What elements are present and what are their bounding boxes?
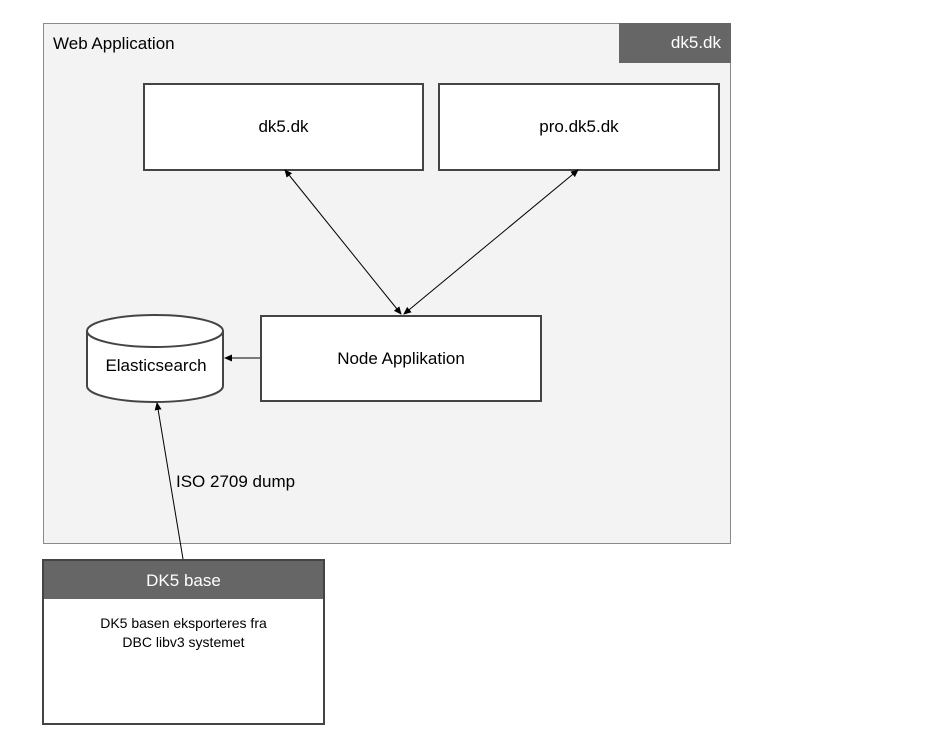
dk5-base-header: DK5 base [42, 559, 325, 600]
container-tag: dk5.dk [619, 23, 731, 63]
edge-base-elasticsearch [154, 402, 184, 560]
container-title: Web Application [53, 34, 175, 53]
dk5-base-line2: DBC libv3 systemet [122, 634, 245, 650]
elasticsearch-label: Elasticsearch [86, 330, 226, 402]
dk5-base-line1: DK5 basen eksporteres fra [100, 615, 267, 631]
elasticsearch-text: Elasticsearch [105, 356, 207, 375]
dk5-node: dk5.dk [143, 83, 424, 171]
elasticsearch-cylinder [86, 314, 224, 403]
pro-dk5-node-label: pro.dk5.dk [539, 117, 619, 136]
node-applikation-node: Node Applikation [260, 315, 542, 402]
node-applikation-label: Node Applikation [337, 348, 465, 368]
dk5-base-body: DK5 basen eksporteres fra DBC libv3 syst… [42, 599, 325, 725]
iso-dump-label: ISO 2709 dump [176, 472, 296, 491]
dk5-base-title: DK5 base [146, 570, 221, 590]
pro-dk5-node: pro.dk5.dk [438, 83, 720, 171]
edge-pro-node [403, 169, 579, 315]
dk5-node-label: dk5.dk [258, 117, 309, 136]
edge-dk5-node [284, 169, 402, 315]
